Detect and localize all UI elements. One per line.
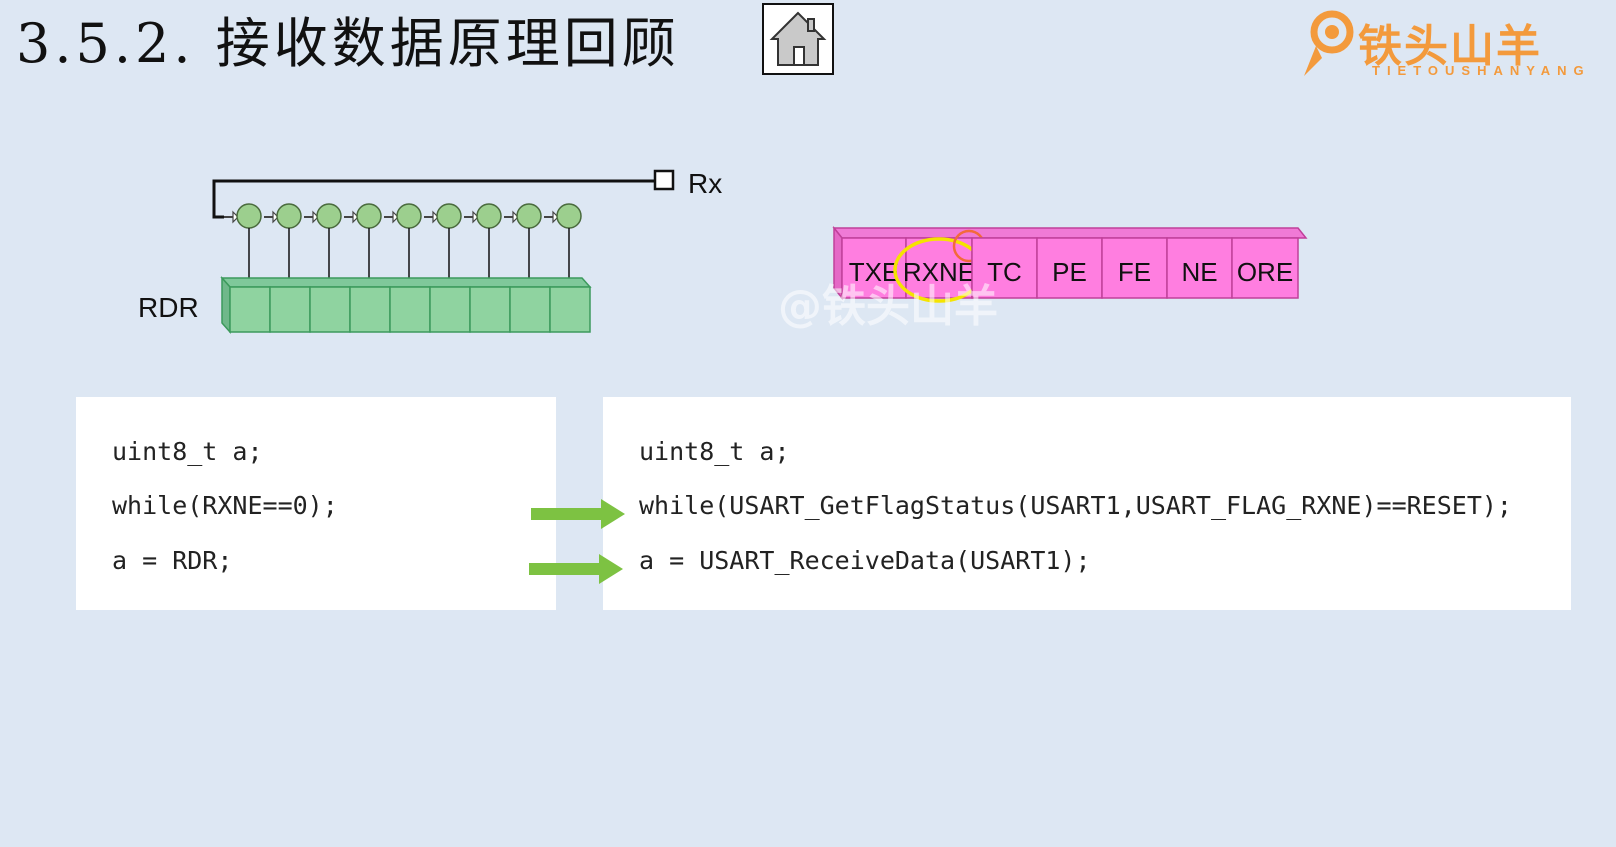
rx-line [212, 179, 655, 219]
code-line: a = RDR; [112, 546, 233, 575]
logo-subtitle: TIETOUSHANYANG [1372, 63, 1591, 78]
shift-arrowhead [432, 210, 439, 224]
rx-label: Rx [688, 168, 722, 199]
flag-label: NE [1181, 257, 1217, 287]
shift-bit [556, 203, 582, 229]
shift-bit [396, 203, 422, 229]
arrow-right-icon [531, 499, 625, 529]
rdr-bit [389, 286, 431, 333]
flag-label: RXNE [903, 257, 975, 287]
shift-arrowhead [232, 210, 239, 224]
rdr-bit [349, 286, 391, 333]
rdr-bit [269, 286, 311, 333]
flag-label: TC [987, 257, 1022, 287]
shift-bit [236, 203, 262, 229]
code-block-raw: uint8_t a; while(RXNE==0); a = RDR; [76, 397, 556, 610]
code-line: while(RXNE==0); [112, 491, 338, 520]
shift-arrowhead [312, 210, 319, 224]
rdr-bit [549, 286, 591, 333]
shift-bit [516, 203, 542, 229]
flag-cell [971, 237, 1038, 299]
shift-arrowhead [272, 210, 279, 224]
rdr-side-face [221, 276, 231, 334]
shift-arrowhead [392, 210, 399, 224]
flag-label: FE [1118, 257, 1151, 287]
rx-pin [653, 169, 675, 191]
status-top-face [832, 227, 1308, 239]
flag-cell [1166, 237, 1233, 299]
shift-arrowhead [512, 210, 519, 224]
shift-arrowhead [552, 210, 559, 224]
flag-cell [1036, 237, 1103, 299]
home-button[interactable] [762, 3, 834, 75]
ram-head-icon [1304, 10, 1354, 76]
flag-cell [1101, 237, 1168, 299]
rdr-register [220, 276, 592, 334]
rdr-bit [229, 286, 271, 333]
shift-bit [356, 203, 382, 229]
shift-register [224, 203, 582, 286]
code-line: a = USART_ReceiveData(USART1); [639, 546, 1091, 575]
flag-label: ORE [1237, 257, 1293, 287]
flag-label: PE [1052, 257, 1087, 287]
rdr-top-face [220, 277, 592, 288]
rdr-bit [469, 286, 511, 333]
watermark: @铁头山羊 [778, 281, 998, 332]
shift-bit [276, 203, 302, 229]
rdr-label: RDR [138, 292, 199, 323]
rdr-bit [309, 286, 351, 333]
code-block-library: uint8_t a; while(USART_GetFlagStatus(USA… [603, 397, 1571, 610]
arrow-right-icon [529, 554, 623, 584]
code-line: uint8_t a; [639, 437, 790, 466]
shift-bit [316, 203, 342, 229]
logo-text: 铁头山羊 [1358, 21, 1542, 72]
brand-logo: 铁头山羊 TIETOUSHANYANG [1300, 6, 1600, 86]
code-line: while(USART_GetFlagStatus(USART1,USART_F… [639, 491, 1512, 520]
flag-label: TXE [849, 257, 900, 287]
code-line: uint8_t a; [112, 437, 263, 466]
rdr-bit [429, 286, 471, 333]
shift-arrowhead [472, 210, 479, 224]
slide-title: 3.5.2. 接收数据原理回顾 [16, 12, 680, 75]
home-icon [769, 11, 827, 66]
shift-bit [476, 203, 502, 229]
rdr-bit [509, 286, 551, 333]
flag-cell [1231, 237, 1299, 299]
shift-bit [436, 203, 462, 229]
shift-arrowhead [352, 210, 359, 224]
